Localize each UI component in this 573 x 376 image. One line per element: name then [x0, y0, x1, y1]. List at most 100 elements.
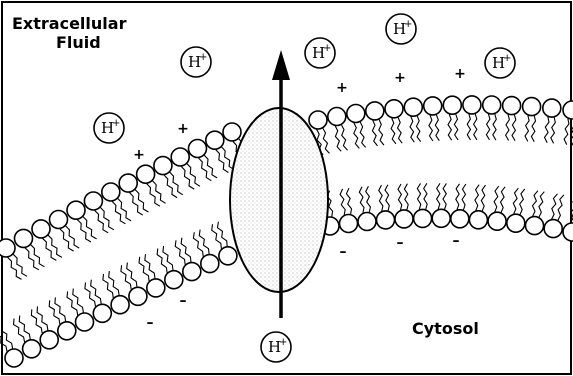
right-outer-lipid-tail	[416, 116, 420, 142]
right-inner-lipid-tail	[346, 188, 351, 214]
right-inner-lipid-tail	[501, 187, 506, 213]
right-outer-lipid-tail	[323, 128, 330, 153]
svg-text:+: +	[279, 337, 287, 348]
negative-charge: –	[340, 244, 347, 260]
right-outer-lipid-head	[523, 98, 541, 116]
left-inner-lipid-tail	[157, 249, 167, 273]
right-inner-lipid-tail	[520, 189, 525, 215]
right-outer-lipid-tail	[342, 125, 348, 150]
right-inner-lipid-tail	[379, 185, 383, 211]
right-outer-lipid-head	[563, 101, 573, 119]
left-outer-lipid-head	[102, 183, 120, 201]
right-outer-lipid-head	[347, 105, 365, 123]
left-outer-lipid-tail	[43, 238, 57, 260]
right-inner-lipid-head	[507, 214, 525, 232]
right-inner-lipid-head	[414, 209, 432, 227]
hydrogen-ion: H+	[485, 48, 515, 78]
transport-protein	[230, 108, 328, 292]
left-inner-lipid-tail	[175, 240, 185, 264]
left-inner-lipid-head	[76, 313, 94, 331]
right-inner-lipid-tail	[424, 183, 428, 209]
right-outer-lipid-head	[309, 111, 327, 129]
right-inner-lipid-tail	[494, 186, 499, 212]
right-outer-lipid-head	[463, 96, 481, 114]
right-inner-lipid-tail	[513, 188, 518, 214]
right-outer-lipid-tail	[360, 122, 365, 147]
right-inner-lipid-head	[395, 210, 413, 228]
positive-charge: +	[336, 80, 348, 96]
left-inner-lipid-head	[5, 349, 23, 367]
positive-charge: +	[177, 121, 189, 137]
right-inner-lipid-tail	[456, 184, 460, 210]
left-outer-lipid-tail	[164, 175, 177, 198]
right-outer-lipid-head	[385, 100, 403, 118]
right-outer-lipid-head	[328, 108, 346, 126]
left-outer-lipid-head	[84, 192, 102, 210]
right-inner-lipid-tail	[359, 187, 364, 213]
svg-text:+: +	[199, 52, 207, 63]
left-inner-lipid-head	[93, 304, 111, 322]
right-inner-lipid-head	[544, 220, 562, 238]
right-inner-lipid-head	[451, 210, 469, 228]
left-outer-lipid-tail	[66, 226, 80, 248]
hydrogen-ion: H+	[94, 113, 124, 143]
left-outer-lipid-tail	[118, 199, 131, 221]
right-inner-lipid-tail	[462, 184, 466, 210]
right-outer-lipid-head	[543, 99, 561, 117]
right-outer-lipid-tail	[435, 115, 439, 141]
negative-charge: –	[180, 293, 187, 309]
right-inner-lipid-tail	[366, 186, 371, 212]
right-outer-lipid-tail	[335, 126, 341, 151]
hydrogen-ion: H+	[386, 14, 416, 44]
right-outer-lipid-head	[503, 97, 521, 115]
right-inner-lipid-tail	[443, 183, 446, 209]
left-inner-lipid-tail	[193, 232, 203, 257]
right-inner-lipid-tail	[437, 183, 440, 209]
left-outer-lipid-tail	[83, 217, 97, 239]
right-outer-lipid-tail	[525, 115, 529, 141]
left-outer-lipid-head	[171, 148, 189, 166]
hydrogen-ion: H+	[305, 38, 335, 68]
left-outer-lipid-head	[223, 123, 241, 141]
right-outer-lipid-tail	[545, 117, 550, 143]
right-outer-lipid-tail	[379, 120, 384, 146]
left-inner-lipid-head	[219, 247, 237, 265]
right-outer-lipid-tail	[512, 115, 516, 141]
left-outer-lipid-tail	[31, 245, 45, 267]
cytosol-label: Cytosol	[412, 319, 479, 338]
left-inner-lipid-head	[58, 322, 76, 340]
left-outer-lipid-tail	[135, 190, 148, 212]
left-inner-lipid-head	[129, 287, 147, 305]
left-inner-lipid-head	[165, 271, 183, 289]
right-inner-lipid-head	[377, 211, 395, 229]
right-outer-lipid-tail	[391, 118, 396, 144]
left-lipid-bilayer	[0, 123, 251, 367]
right-outer-lipid-tail	[372, 120, 377, 146]
right-outer-lipid-tail	[354, 123, 360, 148]
negative-charge: –	[397, 235, 404, 251]
extracellular-fluid-label: Extracellular Fluid	[12, 14, 126, 52]
right-inner-lipid-tail	[552, 194, 558, 219]
right-inner-lipid-tail	[417, 183, 421, 209]
svg-text:+: +	[503, 53, 511, 64]
left-outer-lipid-head	[189, 140, 207, 158]
left-outer-lipid-tail	[8, 257, 22, 279]
left-outer-lipid-head	[32, 220, 50, 238]
right-inner-lipid-head	[432, 209, 450, 227]
right-inner-lipid-head	[340, 215, 358, 233]
right-inner-lipid-tail	[340, 189, 345, 215]
right-outer-lipid-tail	[398, 118, 403, 144]
right-outer-lipid-head	[404, 98, 422, 116]
proton-flow-arrowhead	[272, 50, 290, 80]
left-outer-lipid-tail	[181, 167, 194, 190]
left-outer-lipid-tail	[60, 229, 74, 251]
left-outer-lipid-tail	[48, 235, 62, 257]
svg-text:+: +	[404, 19, 412, 30]
left-inner-lipid-tail	[67, 291, 78, 315]
right-inner-lipid-tail	[539, 192, 544, 218]
negative-charge: –	[147, 315, 154, 331]
right-outer-lipid-tail	[486, 114, 490, 140]
right-outer-lipid-tail	[474, 114, 477, 140]
left-outer-lipid-tail	[147, 184, 160, 207]
left-outer-lipid-head	[154, 157, 172, 175]
